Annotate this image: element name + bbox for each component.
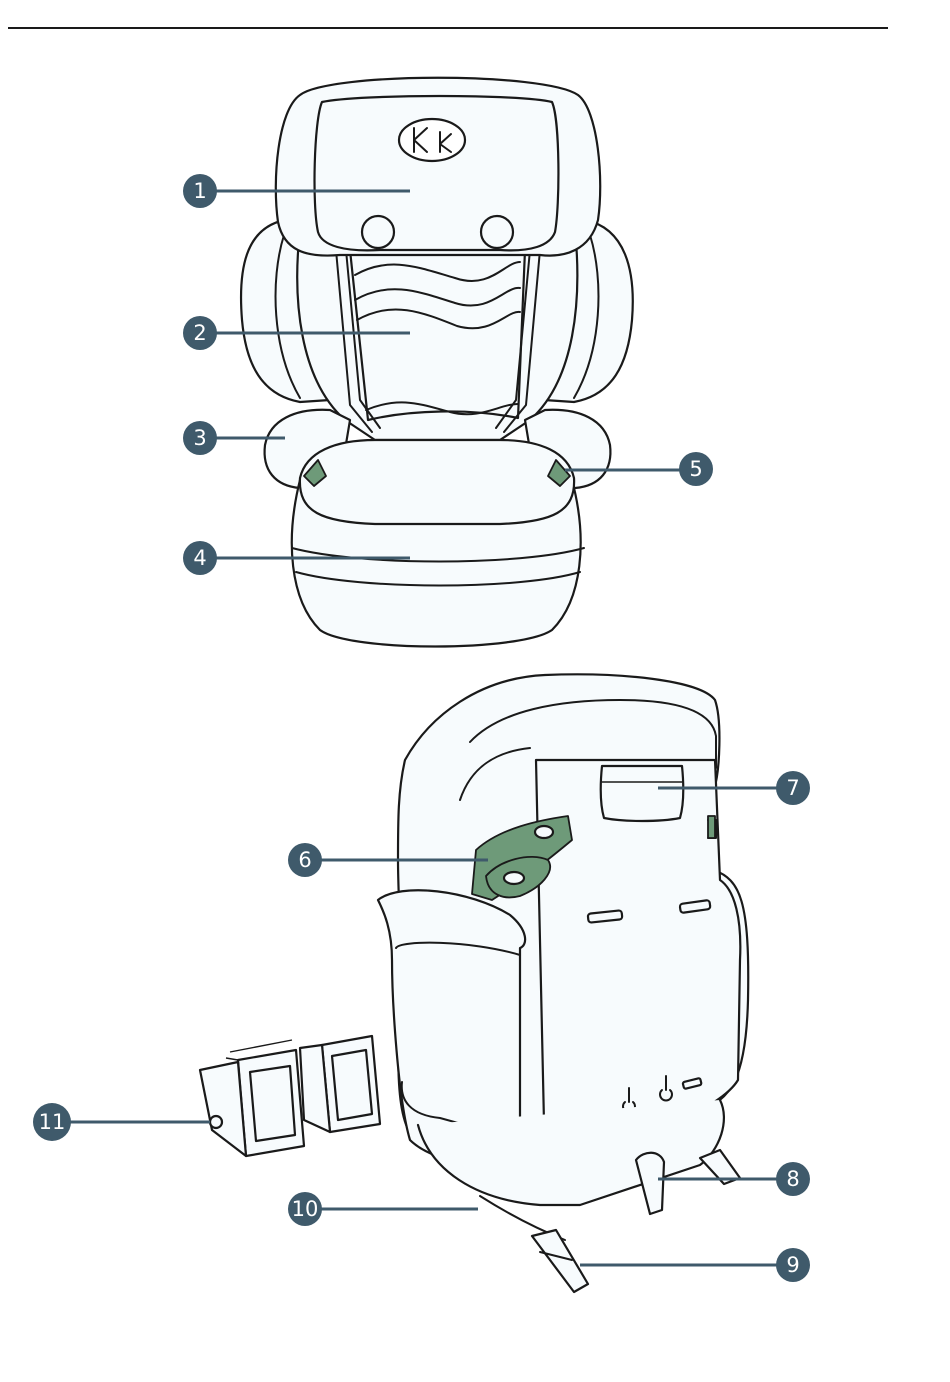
callout-9-label: 9	[786, 1253, 799, 1277]
callout-7-label: 7	[786, 776, 799, 800]
backrest-cushion	[350, 250, 525, 420]
callout-2-label: 2	[193, 321, 206, 345]
callout-5-label: 5	[689, 457, 702, 481]
callout-4-label: 4	[193, 546, 206, 570]
callout-10-label: 10	[292, 1197, 319, 1221]
callout-8: 8	[776, 1162, 810, 1196]
kinderkraft-logo	[399, 119, 465, 161]
rear-view-seat	[378, 674, 748, 1292]
callout-11: 11	[33, 1103, 71, 1141]
callout-2: 2	[183, 316, 217, 350]
isofix-guides-illustration	[200, 1036, 380, 1156]
callout-6-label: 6	[298, 848, 311, 872]
headrest-right-pivot	[481, 216, 513, 248]
callout-5: 5	[679, 452, 713, 486]
callout-8-label: 8	[786, 1167, 799, 1191]
callout-10: 10	[288, 1192, 322, 1226]
callout-1: 1	[183, 174, 217, 208]
front-view-seat	[241, 78, 633, 647]
callout-4: 4	[183, 541, 217, 575]
isofix-connector	[532, 1230, 588, 1292]
headrest-left-pivot	[362, 216, 394, 248]
seat-cushion	[300, 440, 574, 524]
callout-3: 3	[183, 421, 217, 455]
rear-pocket	[601, 766, 684, 821]
callout-9: 9	[776, 1248, 810, 1282]
callout-3-label: 3	[193, 426, 206, 450]
callout-11-label: 11	[39, 1110, 66, 1134]
callout-6: 6	[288, 843, 322, 877]
callout-1-label: 1	[193, 179, 206, 203]
callout-7: 7	[776, 771, 810, 805]
